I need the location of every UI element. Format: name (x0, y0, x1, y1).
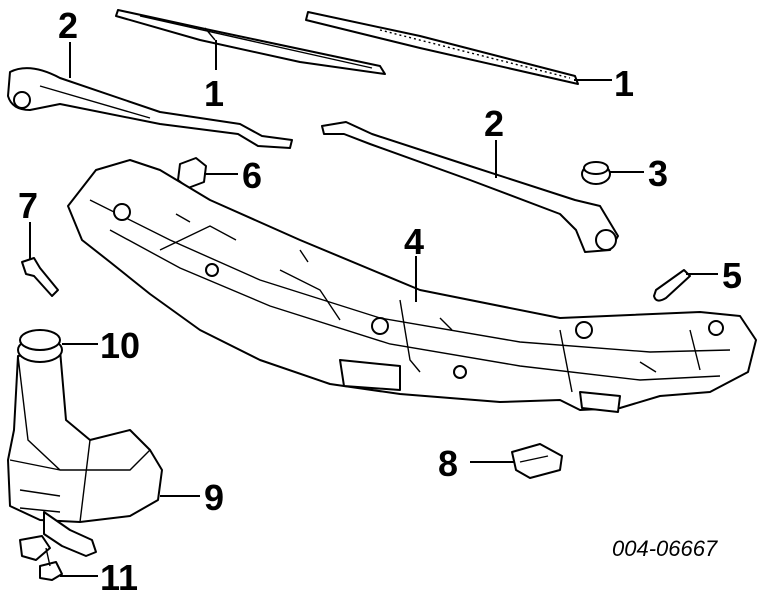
wiper-arm-left (7, 67, 293, 149)
leader-lines (29, 40, 718, 577)
cap-part-3 (581, 161, 611, 185)
callout-9: 9 (204, 477, 224, 518)
callout-3: 3 (648, 153, 668, 194)
callout-2-right: 2 (484, 103, 504, 144)
reservoir-cap-part-10 (17, 329, 63, 363)
callout-1-right: 1 (614, 63, 634, 104)
bolt-part-7 (21, 257, 59, 297)
washer-pump-part-11 (19, 511, 97, 581)
callout-4: 4 (404, 221, 424, 262)
washer-reservoir (7, 349, 163, 523)
diagram-code: 004-06667 (612, 536, 718, 561)
wiper-blade-left (115, 9, 386, 75)
callout-8: 8 (438, 443, 458, 484)
wiper-blade-right (305, 11, 579, 85)
wiper-linkage-module (67, 159, 757, 413)
wiper-arm-right (321, 121, 619, 253)
callout-10: 10 (100, 325, 140, 366)
callout-11: 11 (100, 557, 138, 598)
callout-6: 6 (242, 155, 262, 196)
callout-2-left: 2 (58, 5, 78, 46)
callout-7: 7 (18, 185, 38, 226)
callout-5: 5 (722, 255, 742, 296)
callout-1-left: 1 (204, 73, 224, 114)
clip-part-8 (511, 443, 563, 479)
bolt-part-5 (653, 269, 691, 302)
